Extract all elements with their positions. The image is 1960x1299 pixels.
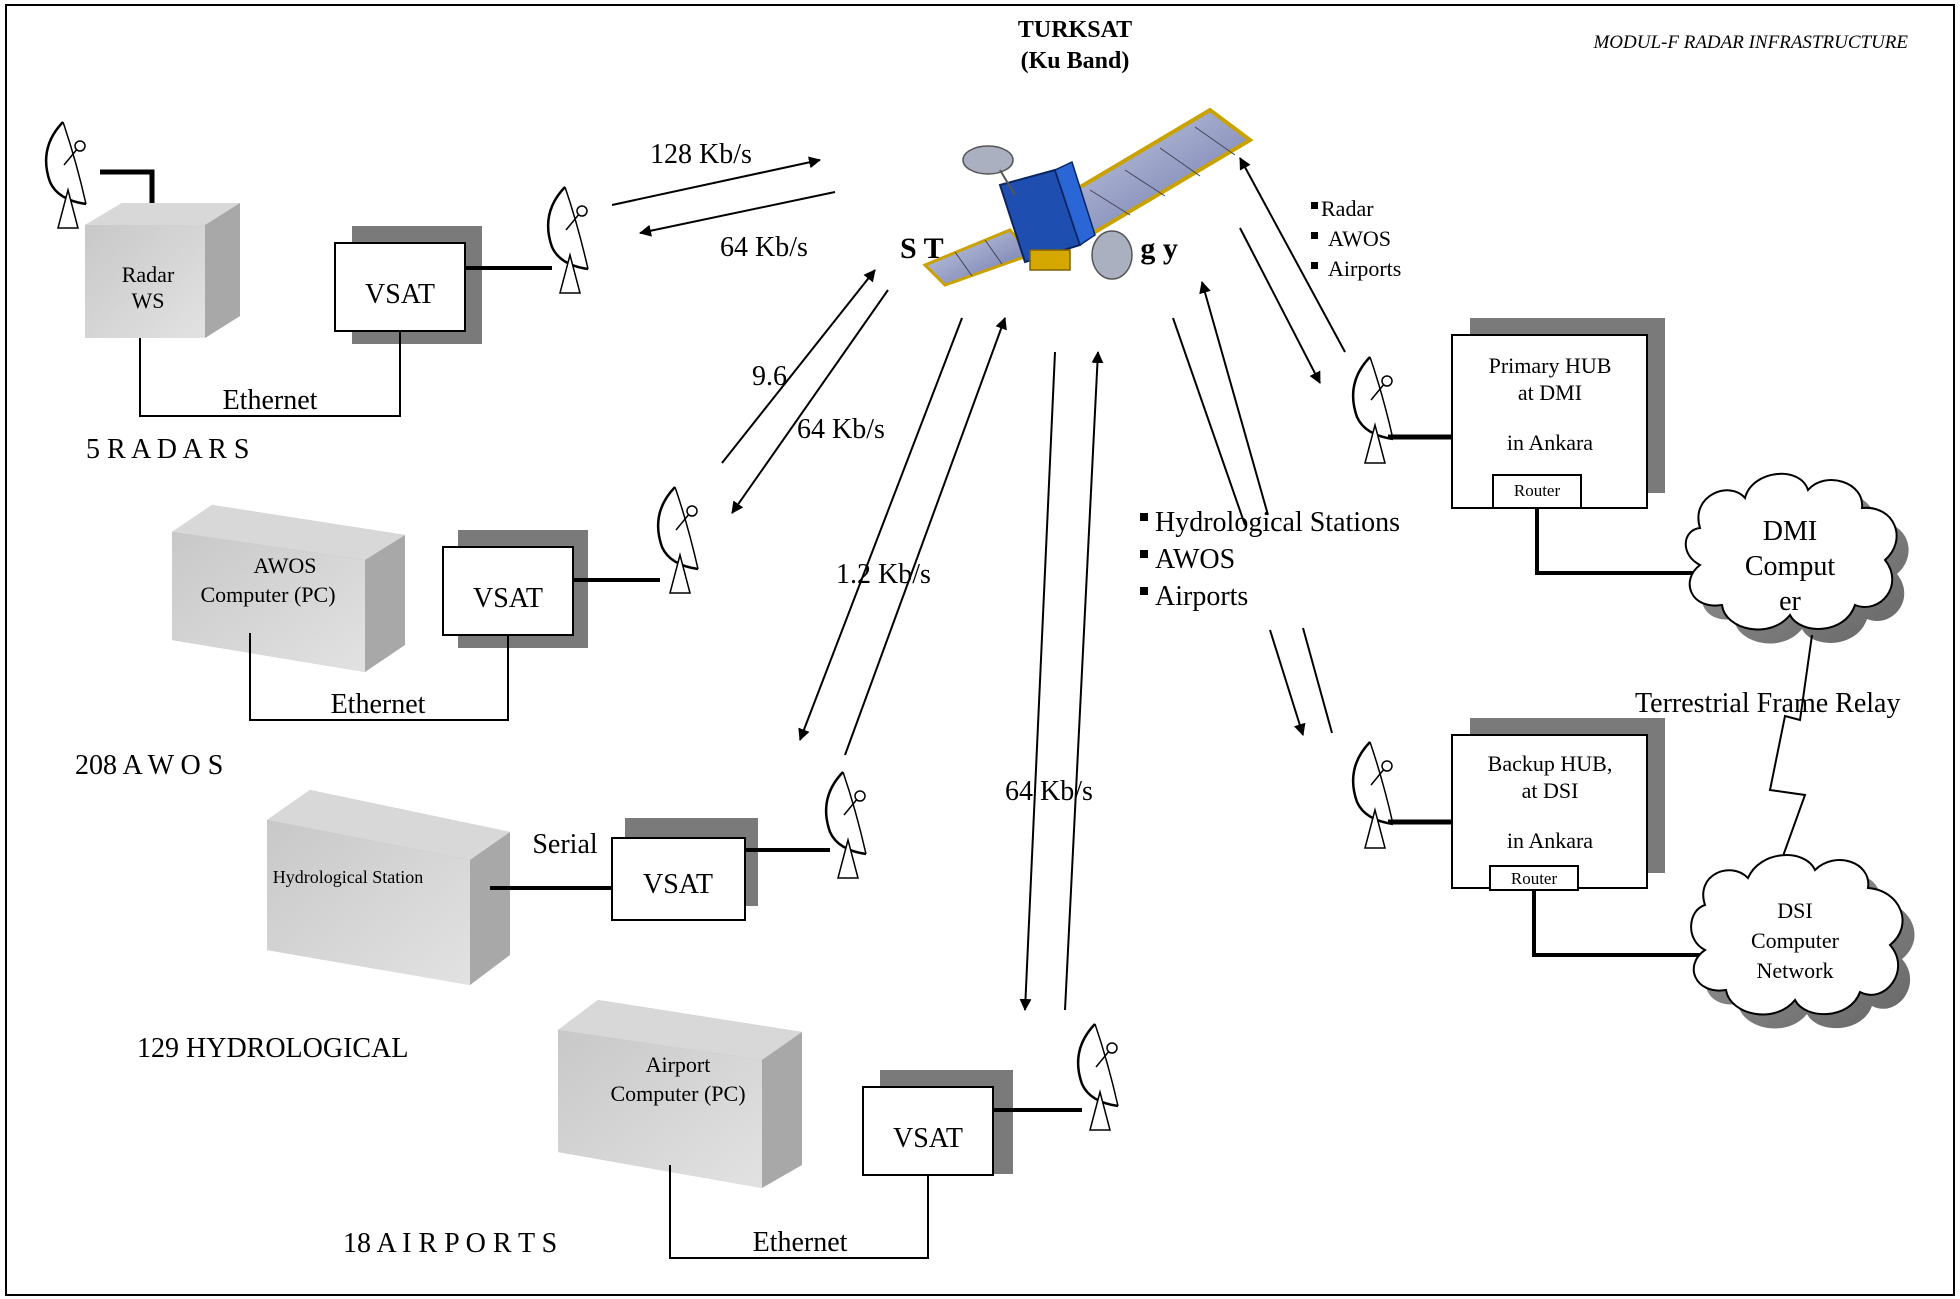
radar-uplink-rate: 128 Kb/s (650, 139, 752, 170)
airport-box-line2: Computer (PC) (610, 1081, 745, 1106)
awos-link-label: Ethernet (331, 689, 426, 720)
hydrological-station-box (267, 820, 470, 985)
hub-service-list: Radar AWOS Airports (1311, 196, 1401, 281)
hydro-rate: 1.2 Kb/s (836, 559, 931, 590)
awos-computer-box (172, 532, 365, 672)
dsi-cloud-line1: DSI (1777, 898, 1812, 923)
hydro-count: 129 HYDROLOGICAL (137, 1033, 408, 1064)
dmi-cloud-line2: Comput (1745, 551, 1835, 582)
awos-box-line1: AWOS (253, 553, 316, 578)
diagram-title: MODUL-F RADAR INFRASTRUCTURE (1592, 32, 1908, 53)
satellite-band: (Ku Band) (1021, 48, 1130, 74)
satellite-icon (922, 107, 1254, 287)
primary-hub-line3: in Ankara (1507, 430, 1593, 455)
primary-hub-dish-icon (1351, 355, 1395, 465)
hydrological-site: Hydrological Station VSAT Serial 129 HYD… (137, 770, 868, 1064)
airport-link-label: Ethernet (753, 1227, 848, 1258)
primary-hub-line2: at DMI (1518, 380, 1582, 405)
hydro-link-label: Serial (532, 829, 598, 860)
frame-relay-label: Terrestrial Frame Relay (1635, 688, 1900, 719)
airport-site: Airport Computer (PC) VSAT Ethernet 18 A… (343, 1000, 1120, 1259)
awos-vsat-dish-icon (656, 485, 700, 595)
primary-hub-line1: Primary HUB (1489, 353, 1612, 378)
radar-ws-box (85, 225, 205, 338)
backup-hub-box (1451, 734, 1648, 889)
station-service-list: Hydrological Stations AWOS Airports (1140, 507, 1400, 612)
hub-service-item: Radar (1321, 196, 1374, 221)
radar-site: Radar WS VSAT Ethernet 5 R A D A R S (44, 120, 590, 465)
primary-hub: Primary HUB at DMI in Ankara Router (1351, 318, 1710, 575)
airport-count: 18 A I R P O R T S (343, 1228, 557, 1259)
awos-downlink-rate: 64 Kb/s (797, 414, 885, 445)
backup-hub-router-label: Router (1511, 869, 1558, 888)
airport-vsat-label: VSAT (893, 1123, 963, 1154)
station-service-item: Hydrological Stations (1155, 507, 1400, 538)
dsi-network-cloud: DSI Computer Network (1690, 854, 1915, 1029)
station-service-item: AWOS (1155, 544, 1235, 575)
awos-site: AWOS Computer (PC) VSAT Ethernet 208 A W… (75, 485, 700, 781)
backup-hub: Backup HUB, at DSI in Ankara Router (1351, 718, 1710, 957)
hydro-box-line1: Hydrological Station (273, 867, 423, 887)
dmi-cloud-line3: er (1779, 586, 1801, 617)
hydro-vsat-dish-icon (824, 770, 868, 880)
radar-dish-icon (44, 120, 88, 230)
dsi-cloud-line3: Network (1757, 958, 1834, 983)
primary-hub-box (1451, 334, 1648, 509)
airport-rate: 64 Kb/s (1005, 776, 1093, 807)
backup-hub-line3: in Ankara (1507, 828, 1593, 853)
radar-box-line2: WS (132, 288, 165, 313)
radar-vsat-label: VSAT (365, 279, 435, 310)
backup-hub-dish-icon (1351, 740, 1395, 850)
station-service-item: Airports (1155, 581, 1248, 612)
backup-hub-line1: Backup HUB, (1488, 751, 1613, 776)
satellite-name: TURKSAT (1018, 17, 1132, 43)
awos-vsat-box (442, 546, 574, 636)
airport-vsat-dish-icon (1076, 1022, 1120, 1132)
airport-vsat-box (862, 1086, 994, 1176)
hydro-vsat-box (611, 837, 746, 921)
awos-vsat-label: VSAT (473, 583, 543, 614)
hub-service-item: Airports (1328, 256, 1401, 281)
backup-hub-line2: at DSI (1522, 778, 1579, 803)
radar-link-label: Ethernet (223, 385, 318, 416)
radar-downlink-rate: 64 Kb/s (720, 232, 808, 263)
radar-count: 5 R A D A R S (86, 434, 249, 465)
diagram-border (5, 4, 1955, 1296)
hydro-vsat-label: VSAT (643, 869, 713, 900)
primary-hub-router-label: Router (1514, 481, 1561, 500)
dmi-network-cloud: DMI Comput er (1684, 472, 1909, 644)
awos-box-line2: Computer (PC) (200, 582, 335, 607)
frame-relay-link (1768, 634, 1813, 871)
dmi-cloud-line1: DMI (1763, 516, 1817, 547)
hub-service-item: AWOS (1328, 226, 1391, 251)
airport-computer-box (558, 1030, 762, 1188)
dsi-cloud-line2: Computer (1751, 928, 1840, 953)
radar-vsat-dish-icon (546, 185, 590, 295)
airport-box-line1: Airport (646, 1052, 711, 1077)
radar-box-line1: Radar (122, 262, 175, 287)
backup-hub-router (1489, 865, 1579, 891)
awos-uplink-rate: 9.6 (752, 361, 787, 392)
awos-count: 208 A W O S (75, 750, 223, 781)
